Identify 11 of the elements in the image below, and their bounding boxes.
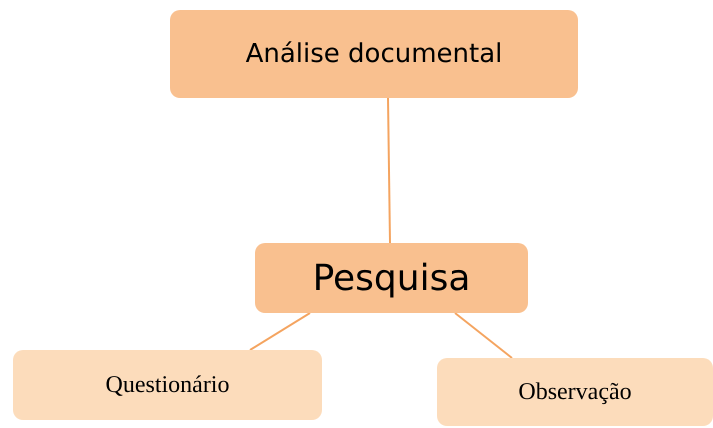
topic-label: Análise documental [246, 39, 502, 69]
topic-label: Observação [518, 378, 632, 406]
connector-line [454, 312, 513, 359]
topic-box [255, 243, 528, 313]
topic-box [170, 10, 578, 98]
topic-label: Pesquisa [312, 258, 470, 298]
connector-line [387, 98, 391, 244]
topic-box [437, 358, 713, 426]
topic-label: Questionário [106, 372, 230, 398]
topic-box [13, 350, 322, 420]
connector-line [249, 312, 311, 351]
